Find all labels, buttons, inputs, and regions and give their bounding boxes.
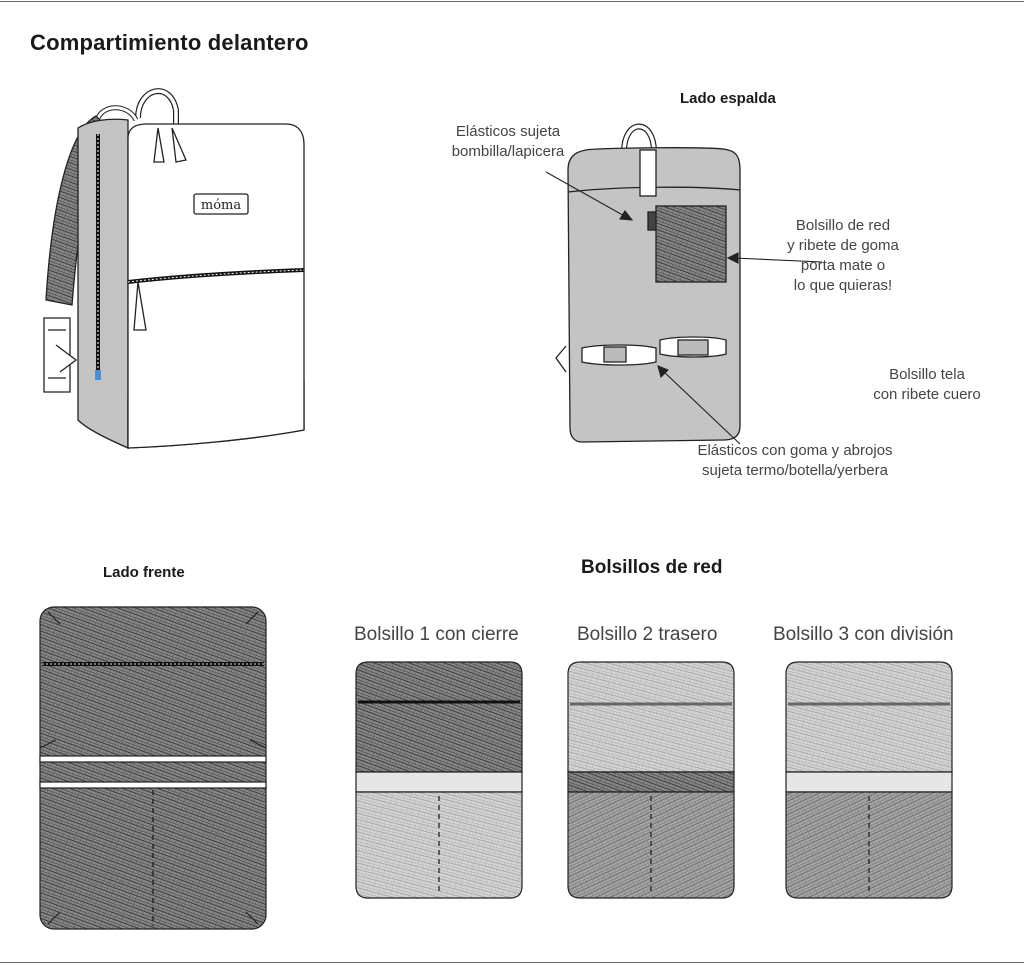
front-side-heading: Lado frente: [103, 564, 185, 581]
front-backpack-illustration: [43, 88, 305, 450]
callout-line: porta mate o: [800, 257, 886, 274]
callout-line: Elásticos sujeta: [455, 123, 561, 140]
pocket-2-illustration: [567, 661, 735, 899]
callout-line: con ribete cuero: [873, 386, 981, 403]
pocket-2-label: Bolsillo 2 trasero: [577, 624, 718, 645]
back-side-heading: Lado espalda: [680, 90, 776, 107]
front-panel-illustration: [39, 606, 267, 930]
top-rule: [0, 1, 1024, 2]
callout-arrows: [545, 171, 823, 445]
callout-elastic-straw: Elásticos sujeta bombilla/lapicera: [428, 122, 588, 162]
pocket-1-label: Bolsillo 1 con cierre: [354, 624, 519, 645]
pocket-3-label: Bolsillo 3 con división: [773, 624, 954, 645]
callout-mesh-pocket: Bolsillo de red y ribete de goma porta m…: [768, 216, 918, 296]
callout-line: bombilla/lapicera: [451, 143, 565, 160]
mesh-pockets-heading: Bolsillos de red: [581, 557, 723, 578]
callout-line: y ribete de goma: [787, 237, 899, 254]
callout-line: lo que quieras!: [793, 277, 893, 294]
pocket-3-illustration: [785, 661, 953, 899]
callout-line: Bolsillo de red: [795, 217, 891, 234]
callout-line: Bolsillo tela: [889, 366, 965, 383]
callout-line: sujeta termo/botella/yerbera: [702, 462, 888, 479]
bottom-rule: [0, 962, 1024, 963]
pocket-1-illustration: [355, 661, 523, 899]
callout-fabric-pocket: Bolsillo tela con ribete cuero: [852, 365, 1002, 405]
page-title: Compartimiento delantero: [30, 30, 309, 55]
callout-elastic-bottles: Elásticos con goma y abrojos sujeta term…: [664, 441, 926, 481]
logo-text: móma: [201, 198, 241, 213]
callout-line: Elásticos con goma y abrojos: [697, 442, 893, 459]
back-backpack-illustration: [555, 123, 741, 443]
